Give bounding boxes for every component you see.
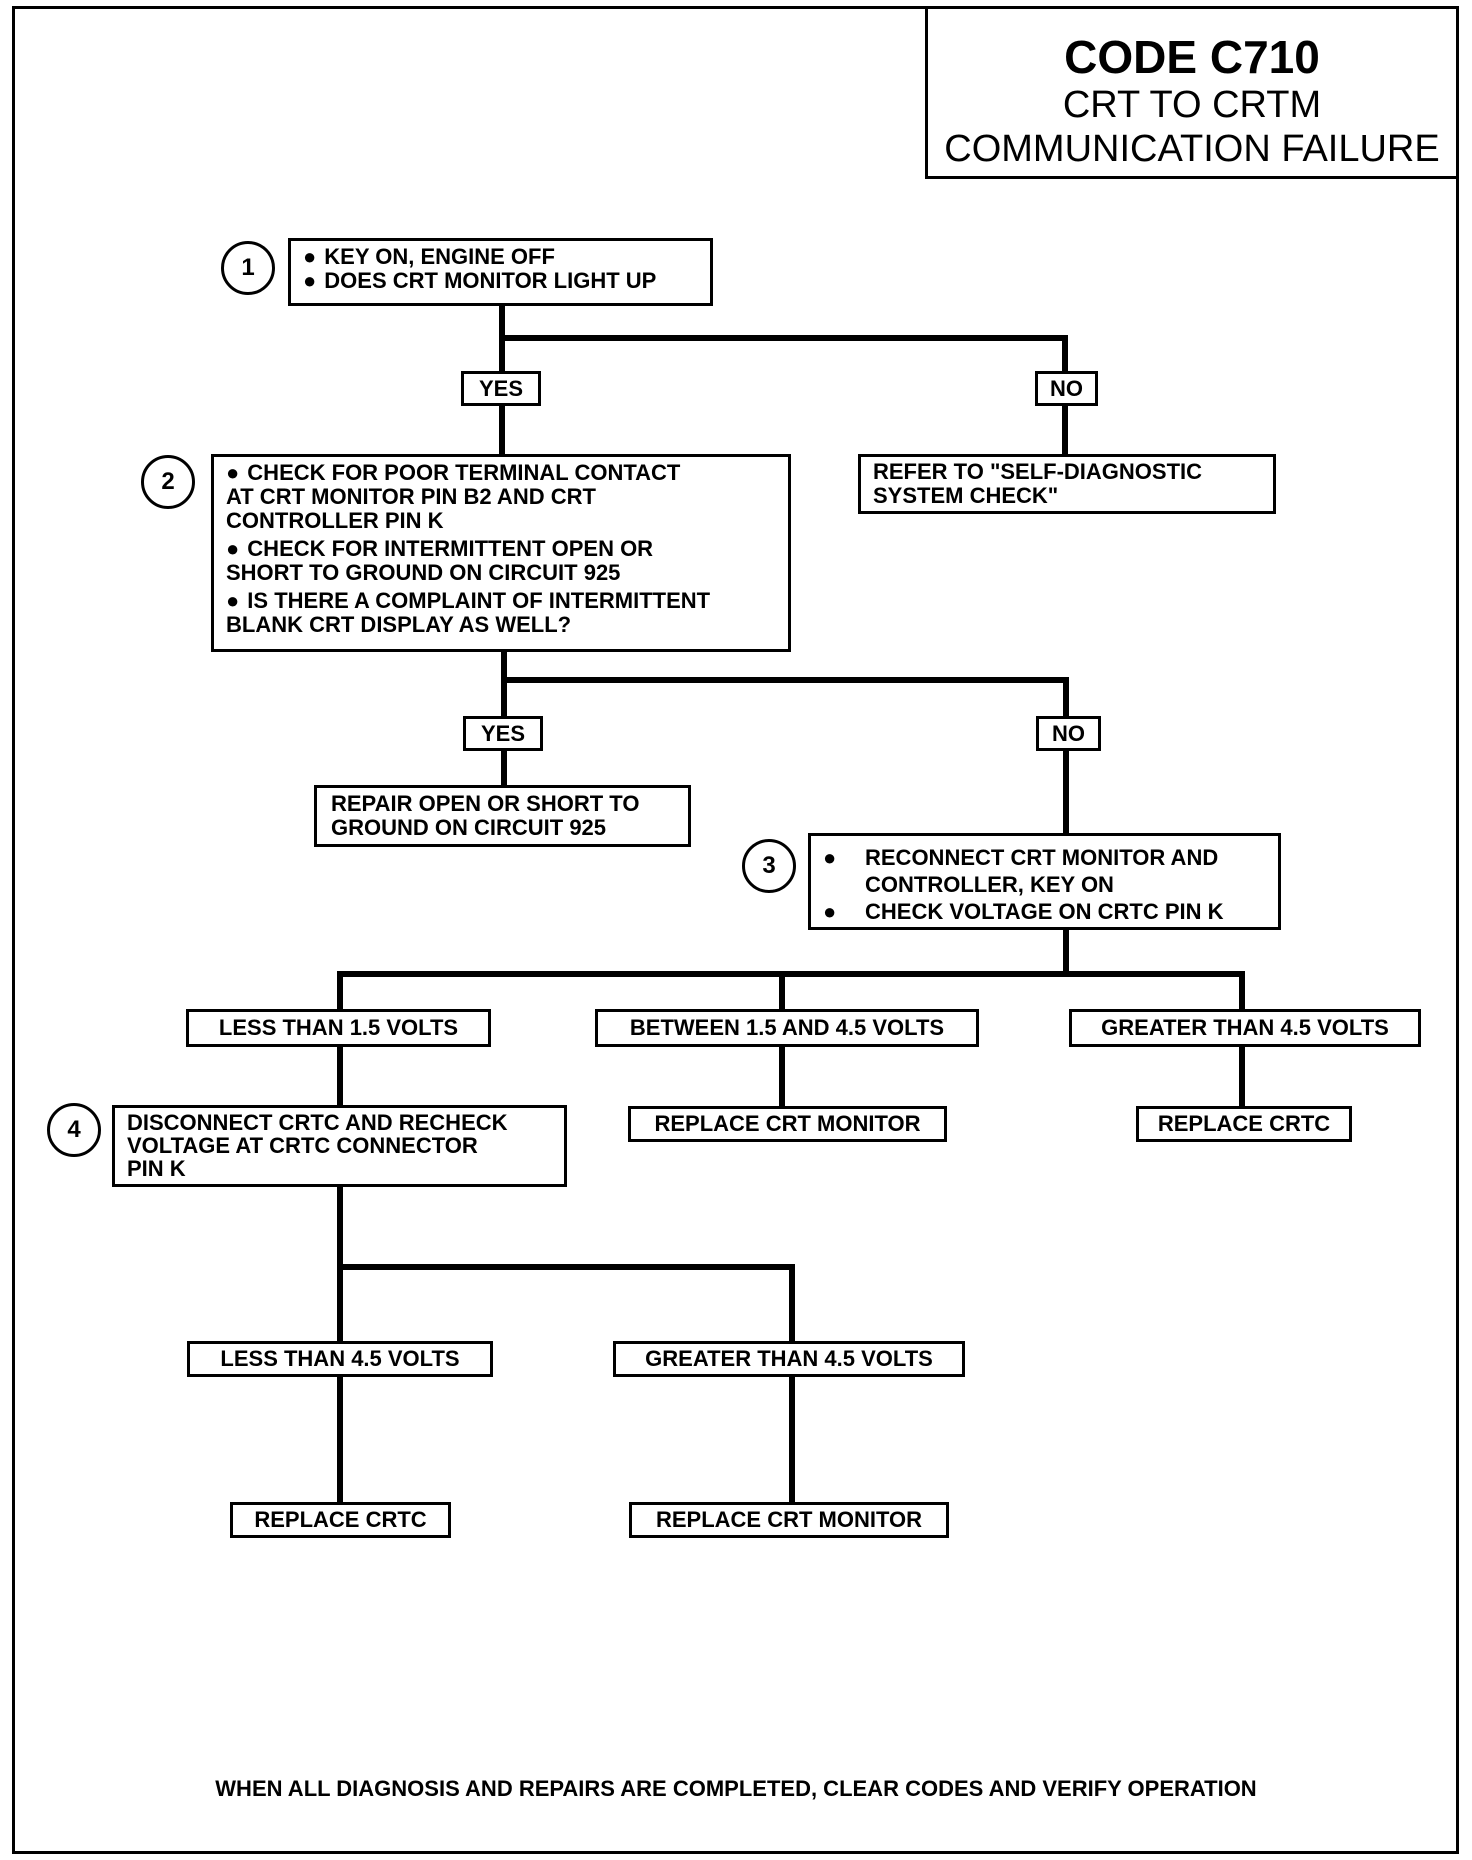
step1-item-1: KEY ON, ENGINE OFF [324, 244, 555, 269]
step3-item-1-line1: RECONNECT CRT MONITOR AND [865, 845, 1219, 870]
bullet-icon: ● [226, 588, 240, 613]
step1-yes-label: YES [461, 371, 541, 406]
step3-item-2: CHECK VOLTAGE ON CRTC PIN K [865, 899, 1224, 924]
connector-line [501, 677, 1069, 683]
step3-high-label: GREATER THAN 4.5 VOLTS [1069, 1009, 1421, 1047]
step2-yes-result-line2: GROUND ON CIRCUIT 925 [331, 815, 607, 840]
bullet-icon: ● [823, 845, 837, 870]
connector-line [499, 335, 1068, 341]
step2-yes-label: YES [463, 716, 543, 751]
title-subtitle-line1: CRT TO CRTM [1062, 84, 1322, 126]
title-code: CODE C710 [1064, 31, 1320, 83]
step2-item-1-line3: CONTROLLER PIN K [226, 508, 444, 533]
connector-line [789, 1264, 795, 1505]
step4-high-result: REPLACE CRT MONITOR [629, 1502, 949, 1538]
step4-high-label: GREATER THAN 4.5 VOLTS [613, 1341, 965, 1377]
bullet-icon: ● [823, 899, 837, 924]
step2-no-label: NO [1036, 716, 1101, 751]
step2-yes-result: REPAIR OPEN OR SHORT TO GROUND ON CIRCUI… [314, 785, 691, 847]
step1-no-result: REFER TO "SELF-DIAGNOSTIC SYSTEM CHECK" [858, 454, 1276, 514]
step4-line3: PIN K [127, 1156, 186, 1181]
step1-no-label: NO [1035, 371, 1098, 406]
step1-no-result-line1: REFER TO "SELF-DIAGNOSTIC [873, 459, 1203, 484]
title-subtitle-line2: COMMUNICATION FAILURE [944, 128, 1440, 170]
step2-yes-result-line1: REPAIR OPEN OR SHORT TO [331, 791, 640, 816]
title-box: CODE C710 CRT TO CRTM COMMUNICATION FAIL… [925, 6, 1459, 179]
step4-low-result: REPLACE CRTC [230, 1502, 451, 1538]
step1-no-result-line2: SYSTEM CHECK" [873, 483, 1059, 508]
step1-item-2: DOES CRT MONITOR LIGHT UP [324, 268, 657, 293]
step3-item-1-line2: CONTROLLER, KEY ON [865, 872, 1114, 897]
step3-mid-label: BETWEEN 1.5 AND 4.5 VOLTS [595, 1009, 979, 1047]
connector-line [337, 1264, 795, 1270]
step2-box: ● CHECK FOR POOR TERMINAL CONTACT AT CRT … [211, 454, 791, 652]
step3-low-label: LESS THAN 1.5 VOLTS [186, 1009, 491, 1047]
step2-item-3-line1: IS THERE A COMPLAINT OF INTERMITTENT [247, 588, 711, 613]
bullet-icon: ● [226, 536, 240, 561]
step3-mid-result: REPLACE CRT MONITOR [628, 1106, 947, 1142]
step4-low-label: LESS THAN 4.5 VOLTS [187, 1341, 493, 1377]
step4-line1: DISCONNECT CRTC AND RECHECK [127, 1110, 508, 1135]
bullet-icon: ● [303, 244, 317, 269]
step2-item-1-line2: AT CRT MONITOR PIN B2 AND CRT [226, 484, 596, 509]
step-number-3: 3 [742, 839, 796, 893]
step3-box: ● RECONNECT CRT MONITOR AND CONTROLLER, K… [808, 833, 1281, 930]
connector-line [1063, 677, 1069, 837]
footer-note: WHEN ALL DIAGNOSIS AND REPAIRS ARE COMPL… [215, 1776, 1257, 1801]
step2-item-3-line2: BLANK CRT DISPLAY AS WELL? [226, 612, 572, 637]
bullet-icon: ● [226, 460, 240, 485]
step4-box: DISCONNECT CRTC AND RECHECK VOLTAGE AT C… [112, 1105, 567, 1187]
step4-line2: VOLTAGE AT CRTC CONNECTOR [127, 1133, 478, 1158]
step2-item-2-line2: SHORT TO GROUND ON CIRCUIT 925 [226, 560, 621, 585]
connector-line [337, 971, 1245, 977]
step-number-1: 1 [221, 241, 275, 295]
connector-line [1063, 928, 1069, 976]
step2-item-2-line1: CHECK FOR INTERMITTENT OPEN OR [247, 536, 654, 561]
step1-box: ● KEY ON, ENGINE OFF ● DOES CRT MONITOR LI… [288, 238, 713, 306]
step2-item-1-line1: CHECK FOR POOR TERMINAL CONTACT [247, 460, 681, 485]
bullet-icon: ● [303, 268, 317, 293]
step-number-2: 2 [141, 455, 195, 509]
page-border [12, 6, 1459, 1854]
step-number-4: 4 [47, 1103, 101, 1157]
step3-high-result: REPLACE CRTC [1136, 1106, 1352, 1142]
